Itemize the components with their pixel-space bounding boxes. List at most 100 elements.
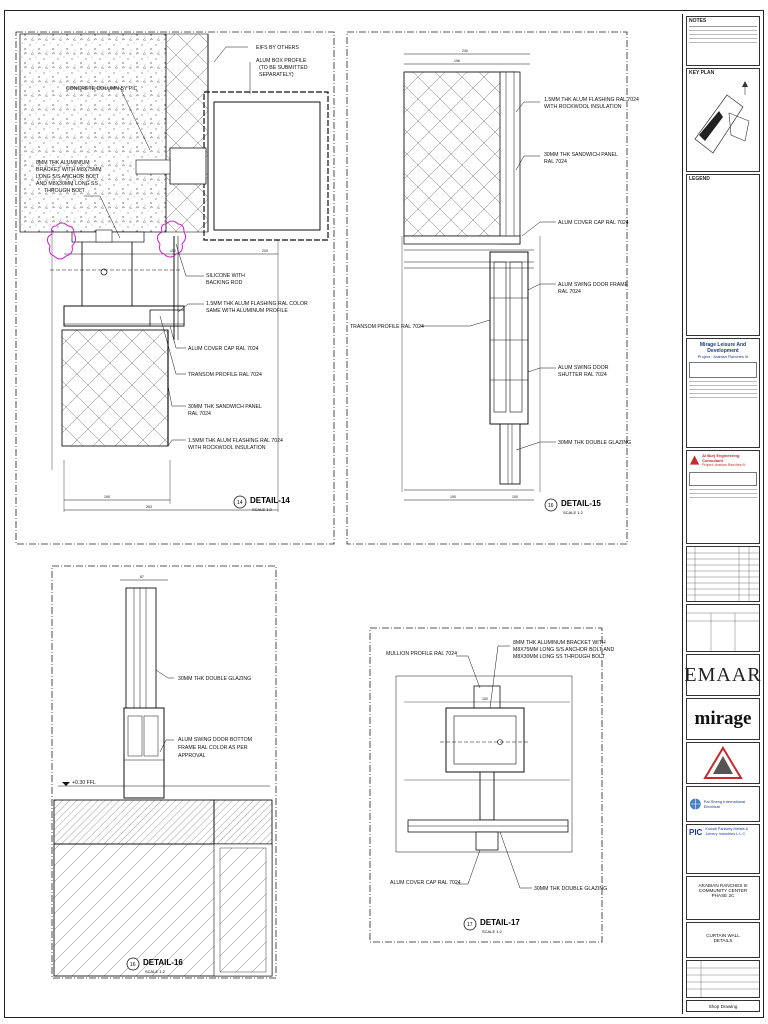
- d14-flashing-label-2: SAME WITH ALUMINUM PROFILE: [206, 308, 288, 314]
- d15-frame-label-2: RAL 7024: [558, 289, 581, 295]
- d15-shutter-label-2: SHUTTER RAL 7024: [558, 372, 607, 378]
- detail-14: [15, 31, 335, 545]
- d14-bracket-label-3: LONG S/S ANCHOR BOLT: [36, 174, 100, 180]
- sheet-title-2: DETAILS: [713, 938, 733, 943]
- d14-panel-label-1: 30MM THK SANDWICH PANEL: [188, 404, 262, 410]
- d17-title: DETAIL-17: [480, 918, 520, 927]
- d14-column-label: CONCRETE COLUMN BY PIC: [66, 86, 138, 92]
- project-name-1: ARABIAN RANCHES III: [698, 883, 748, 888]
- consultant-box: Al Burj Engineering Consultant Project: …: [686, 450, 760, 544]
- d15-cover-label: ALUM COVER CAP RAL 7024: [558, 220, 629, 226]
- stage-label: Shop Drawing: [708, 1004, 738, 1009]
- detail-17: [369, 627, 603, 943]
- d16-dim-top: 87: [140, 575, 144, 579]
- d17-scale: SCALE 1:2: [482, 929, 503, 934]
- detail-16: [51, 565, 277, 979]
- contractor-name: Pal Sheng International Electrical: [703, 799, 746, 809]
- d14-silicone-label-2: BACKING ROD: [206, 280, 243, 286]
- client-project: Project : Arabian Ranches III: [697, 354, 749, 359]
- key-plan-heading: KEY PLAN: [689, 70, 715, 76]
- d15-flashing-label-2: WITH ROCKWOOL INSULATION: [544, 104, 622, 110]
- d14-cover-label: ALUM COVER CAP RAL 7024: [188, 346, 259, 352]
- legend-box: LEGEND: [686, 174, 760, 336]
- d14-panel-label-2: RAL 7024: [188, 411, 211, 417]
- d14-box-label-2: (TO BE SUBMITTED: [259, 65, 308, 71]
- d15-dim-top: 240: [462, 49, 468, 53]
- d15-title: DETAIL-15: [561, 499, 601, 508]
- d14-scale: SCALE 1:2: [252, 507, 273, 512]
- d17-bracket-label-2: M8X75MM LONG S/S ANCHOR BOLT AND: [513, 647, 615, 653]
- stamp-grid: [687, 612, 759, 651]
- client-title: Mirage Leisure And Development: [699, 342, 747, 354]
- key-plan-drawing: [694, 81, 750, 154]
- d15-panel-label-2: RAL 7024: [544, 159, 567, 165]
- legend-heading: LEGEND: [689, 176, 710, 182]
- consultant-project: Project: Arabian Ranches III: [702, 463, 746, 467]
- d14-bracket-label-1: 8MM THK ALUMINIUM: [36, 160, 90, 166]
- d14-box-label-3: SEPARATELY): [259, 72, 294, 78]
- contractor-box: Pal Sheng International Electrical: [686, 786, 760, 822]
- d16-ffl-label: +0.30 FFL: [72, 780, 96, 786]
- pic-box: PIC Kuwait Parkway Metals & Joinery Indu…: [686, 824, 760, 874]
- d14-transom-label: TRANSOM PROFILE RAL 7024: [188, 372, 262, 378]
- d16-bubble-number: 16: [130, 962, 136, 968]
- d17-cover-label: ALUM COVER CAP RAL 7024: [390, 880, 461, 886]
- project-name-3: PHASE 2C: [711, 893, 735, 898]
- d14-bracket-label-4: AND M8X30MM LONG SS: [36, 181, 99, 187]
- d17-bracket-label-3: M8X30MM LONG SS THROUGH BOLT: [513, 654, 606, 660]
- d15-dim-sub: 196: [454, 59, 460, 63]
- d15-bubble-number: 16: [548, 503, 554, 509]
- pic-logo: PIC: [689, 827, 703, 837]
- d14-bubble-number: 14: [237, 500, 243, 506]
- consultant-title: Al Burj Engineering Consultant: [702, 453, 740, 463]
- d14-dim-mid: 200: [262, 249, 268, 253]
- d15-dim-bottom: 190: [450, 495, 456, 499]
- d14-flashing-label-3: 1.5MM THK ALUM FLASHING RAL 7024: [188, 438, 283, 444]
- d16-frame-label-3: APPROVAL: [178, 753, 206, 759]
- title-block: NOTES KEY PLAN LEGEND Mirage Leisure And…: [682, 14, 763, 1014]
- notes-heading: NOTES: [689, 18, 707, 24]
- d15-transom-label: TRANSOM PROFILE RAL 7024: [350, 324, 424, 330]
- d15-frame-label-1: ALUM SWING DOOR FRAME: [558, 282, 629, 288]
- d14-bracket-label-2: BRACKET WITH M8X75MM: [36, 167, 102, 173]
- mirage-logo-box: mirage: [686, 698, 760, 740]
- client-box: Mirage Leisure And Development Project :…: [686, 338, 760, 448]
- mirage-logo: mirage: [694, 708, 752, 729]
- d15-flashing-label-1: 1.5MM THK ALUM FLASHING RAL 7024: [544, 97, 639, 103]
- stage-box: Shop Drawing: [686, 1000, 760, 1012]
- project-box: ARABIAN RANCHES III COMMUNITY CENTER PHA…: [686, 876, 760, 920]
- d16-scale: SCALE 1:2: [145, 969, 166, 974]
- sheet-title-box: CURTAIN WALL DETAILS: [686, 922, 760, 958]
- emaar-logo-box: EMAAR: [684, 654, 762, 696]
- d14-dim-top: 190: [170, 249, 176, 253]
- stamp-box: [686, 604, 760, 652]
- pic-name: Kuwait Parkway Metals & Joinery Industri…: [705, 827, 749, 836]
- d15-panel-label-1: 30MM THK SANDWICH PANEL: [544, 152, 618, 158]
- d15-shutter-label-1: ALUM SWING DOOR: [558, 365, 609, 371]
- d17-mullion-label: MULLION PROFILE RAL 7024: [386, 651, 457, 657]
- key-plan-box: KEY PLAN: [686, 68, 760, 172]
- sheet-title-1: CURTAIN WALL: [706, 933, 740, 938]
- d17-bracket-label-1: 8MM THK ALUMINUM BRACKET WITH: [513, 640, 606, 646]
- d14-title: DETAIL-14: [250, 496, 290, 505]
- consultant-logo-box: [686, 742, 760, 784]
- emaar-logo: EMAAR: [684, 663, 762, 686]
- triangle-logo-icon: [703, 746, 743, 779]
- d15-scale: SCALE 1:2: [563, 510, 584, 515]
- notes-box: NOTES: [686, 16, 760, 66]
- revision-grid: [687, 547, 759, 601]
- d16-glazing-label: 30MM THK DOUBLE GLAZING: [178, 676, 251, 682]
- consultant-logo-icon: [689, 455, 700, 465]
- d14-flashing-label-1: 1.5MM THK ALUM FLASHING RAL COLOR: [206, 301, 308, 307]
- sheet-info-grid: [687, 961, 759, 997]
- d16-frame-label-1: ALUM SWING DOOR BOTTOM: [178, 737, 252, 743]
- globe-logo-icon: [689, 798, 701, 810]
- d17-glazing-label: 30MM THK DOUBLE GLAZING: [534, 886, 607, 892]
- d14-silicone-label-1: SILICONE WITH: [206, 273, 245, 279]
- d16-title: DETAIL-16: [143, 958, 183, 967]
- d14-box-label-1: ALUM BOX PROFILE: [256, 58, 307, 64]
- d17-dim-top: 150: [482, 697, 488, 701]
- project-name-2: COMMUNITY CENTER: [698, 888, 748, 893]
- d15-dim-bottom-2: 100: [512, 495, 518, 499]
